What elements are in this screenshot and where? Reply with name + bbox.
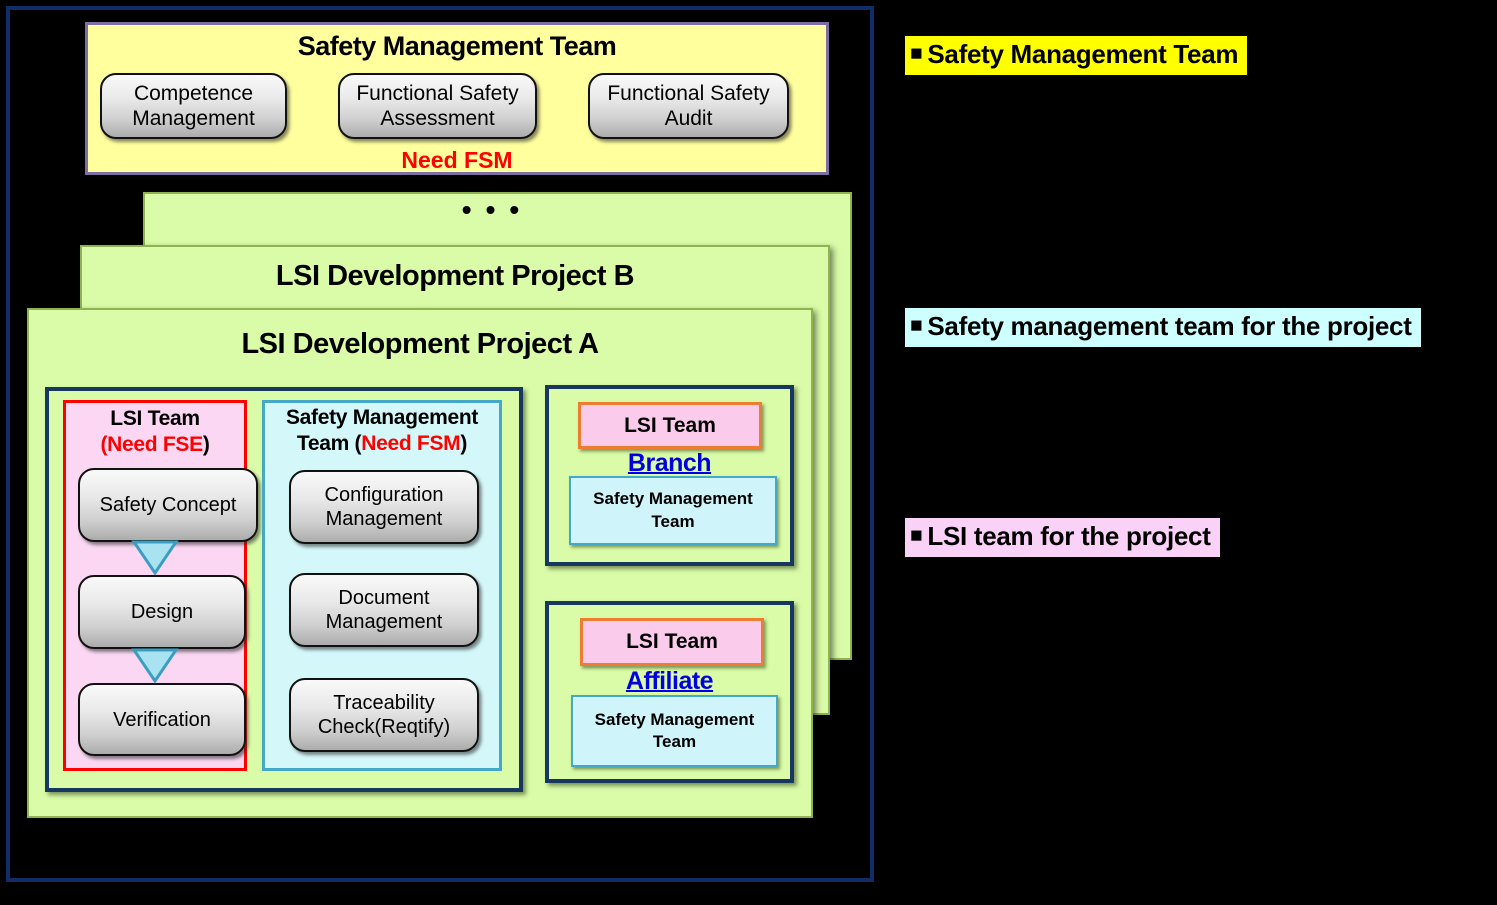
affiliate-label: Affiliate bbox=[625, 667, 714, 695]
functional-safety-assessment-box: Functional Safety Assessment bbox=[338, 73, 537, 139]
down-arrow-icon bbox=[131, 648, 179, 689]
functional-safety-audit-box: Functional Safety Audit bbox=[588, 73, 789, 139]
subtitle-close-paren: ) bbox=[202, 433, 210, 456]
branch-lsi-team-box: LSI Team bbox=[578, 402, 762, 449]
branch-container: LSI Team Branch Safety Management Team bbox=[545, 385, 794, 566]
project-a-title: LSI Development Project A bbox=[241, 328, 599, 360]
affiliate-lsi-team-box: LSI Team bbox=[580, 618, 764, 666]
document-management-box: Document Management bbox=[289, 573, 479, 647]
traceability-check-box: Traceability Check(Reqtify) bbox=[289, 678, 479, 752]
legend-item-project-lsi: ■LSI team for the project bbox=[905, 518, 1220, 557]
branch-smt-box: Safety Management Team bbox=[569, 476, 777, 545]
affiliate-container: LSI Team Affiliate Safety Management Tea… bbox=[545, 601, 794, 783]
need-fsm-text: Need FSM bbox=[361, 432, 461, 455]
step-box-safety-concept: Safety Concept bbox=[78, 468, 258, 542]
title-prefix: Team ( bbox=[296, 432, 362, 455]
need-fse-text: (Need FSE bbox=[100, 433, 203, 456]
project-smt-box: Safety Management Team (Need FSM) Config… bbox=[262, 400, 502, 771]
legend-label: Safety management team for the project bbox=[927, 311, 1412, 341]
legend-item-smt: ■Safety Management Team bbox=[905, 36, 1248, 75]
branch-label: Branch bbox=[627, 449, 712, 477]
square-bullet-icon: ■ bbox=[910, 524, 923, 547]
lsi-team-title: LSI Team bbox=[110, 407, 200, 430]
step-box-verification: Verification bbox=[78, 683, 246, 756]
project-b-title: LSI Development Project B bbox=[275, 260, 635, 292]
configuration-management-box: Configuration Management bbox=[289, 470, 479, 544]
dept-title: Safety Management Team bbox=[297, 31, 617, 61]
ellipsis-dots: ••• bbox=[461, 194, 534, 225]
legend-label: Safety Management Team bbox=[927, 39, 1239, 69]
legend-item-project-smt: ■Safety management team for the project bbox=[905, 308, 1421, 347]
need-fsm-note: Need FSM bbox=[401, 147, 513, 173]
square-bullet-icon: ■ bbox=[910, 42, 923, 65]
project-smt-title-line2: Team (Need FSM) bbox=[265, 432, 499, 456]
square-bullet-icon: ■ bbox=[910, 314, 923, 337]
affiliate-smt-box: Safety Management Team bbox=[571, 695, 778, 767]
legend-label: LSI team for the project bbox=[927, 521, 1211, 551]
lsi-team-box: LSI Team (Need FSE) Safety Concept Desig… bbox=[63, 400, 258, 771]
down-arrow-icon bbox=[131, 540, 179, 581]
project-team-container bbox=[45, 387, 523, 792]
lsi-team-subtitle: (Need FSE) bbox=[66, 433, 244, 457]
diagram-outer-frame bbox=[6, 6, 874, 882]
title-close-paren: ) bbox=[460, 432, 468, 455]
project-smt-title-line1: Safety Management bbox=[285, 406, 479, 429]
competence-management-box: Competence Management bbox=[100, 73, 287, 139]
step-box-design: Design bbox=[78, 575, 246, 649]
safety-management-team-dept-box: Safety Management Team Competence Manage… bbox=[85, 22, 829, 175]
